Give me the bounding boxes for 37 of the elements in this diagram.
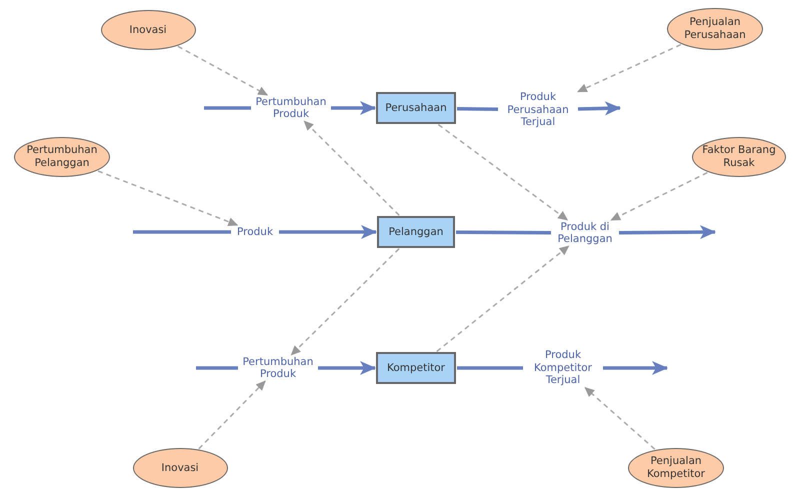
flow-label: Produk di Pelanggan xyxy=(552,220,618,246)
auxiliary-ellipse: Faktor Barang Rusak xyxy=(692,137,786,177)
dashed-link-arrow xyxy=(98,170,238,226)
dashed-link-arrow xyxy=(436,245,570,352)
auxiliary-ellipse: Inovasi xyxy=(100,10,196,50)
flow-pipe xyxy=(331,101,376,115)
dashed-link-arrow xyxy=(290,248,400,356)
flow-pipe xyxy=(456,106,498,112)
auxiliary-ellipse: Inovasi xyxy=(132,448,228,488)
auxiliary-ellipse: Pertumbuhan Pelanggan xyxy=(14,137,110,177)
dashed-link-arrow xyxy=(577,44,682,92)
dashed-link-arrow xyxy=(438,124,568,220)
flow-pipe xyxy=(279,225,377,239)
auxiliary-ellipse: Penjualan Perusahaan xyxy=(667,8,763,50)
stock-box: Perusahaan xyxy=(376,92,456,124)
stock-box: Kompetitor xyxy=(376,352,456,384)
dashed-link-arrow xyxy=(584,387,656,450)
flow-pipe xyxy=(457,366,523,370)
flow-pipe xyxy=(578,101,621,116)
flow-pipe xyxy=(196,366,238,370)
flow-label: Produk xyxy=(232,226,278,238)
flow-pipe xyxy=(133,230,231,234)
stock-box: Pelanggan xyxy=(377,216,455,248)
dashed-link-arrow xyxy=(198,380,266,450)
flow-pipe xyxy=(204,106,251,110)
flow-label: Pertumbuhan Produk xyxy=(239,356,317,381)
flow-pipe xyxy=(456,230,552,235)
flow-pipe xyxy=(318,361,376,375)
flow-pipe xyxy=(603,361,668,375)
flow-label: Produk Perusahaan Terjual xyxy=(499,91,577,129)
flow-label: Produk Kompetitor Terjual xyxy=(524,349,602,387)
dashed-link-arrow xyxy=(304,120,400,216)
dashed-link-arrow xyxy=(178,46,268,96)
auxiliary-ellipse: Penjualan Kompetitor xyxy=(628,448,724,488)
flow-label: Pertumbuhan Produk xyxy=(252,96,330,121)
dashed-link-arrow xyxy=(610,172,708,221)
flow-pipe xyxy=(618,225,716,240)
